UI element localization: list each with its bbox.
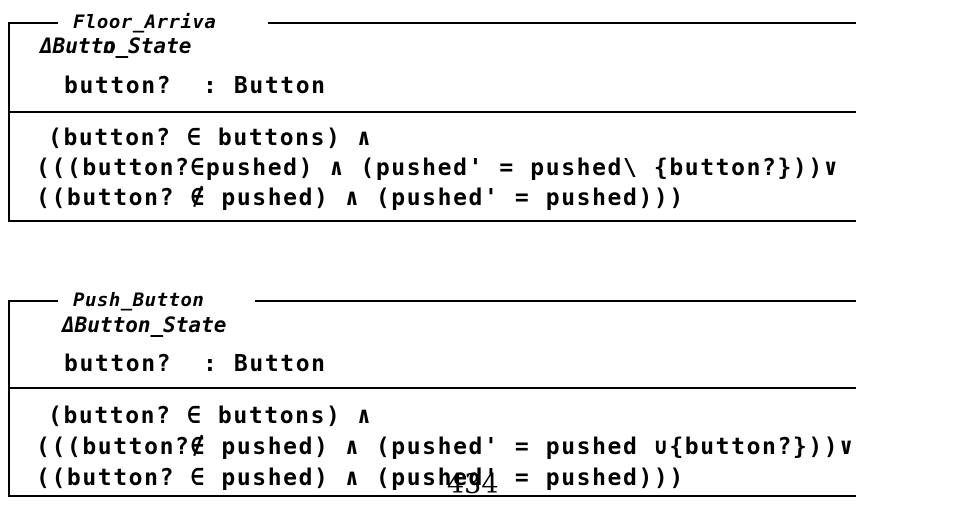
schema2-top-rule-left xyxy=(8,300,58,302)
schema1-predicate-line-2: (((button?∈pushed) ∧ (pushed' = pushed\ … xyxy=(36,155,840,181)
schema2-top-rule-right xyxy=(255,300,856,302)
schema2-declaration-line: button? : Button xyxy=(64,351,327,377)
schema2-delta-declaration: ΔButton_State xyxy=(62,313,227,337)
schema2-divider-rule xyxy=(8,387,856,389)
schema1-predicate-line-3: ((button? ∉ pushed) ∧ (pushed' = pushed)… xyxy=(36,185,685,211)
page-number: 434 xyxy=(447,469,499,500)
schema1-delta-part-b: n_State xyxy=(102,34,192,58)
schema1-top-rule-right xyxy=(268,22,856,24)
schema1-name: Floor_Arriva xyxy=(73,11,217,33)
schema1-delta-declaration: ΔButton_State xyxy=(40,36,191,57)
schema1-divider-rule xyxy=(8,111,856,113)
schema2-bottom-rule xyxy=(8,495,856,497)
schema1-declaration-line: button? : Button xyxy=(64,73,327,99)
schema2-predicate-line-3: ((button? ∈ pushed) ∧ (pushed' = pushed)… xyxy=(36,465,685,491)
schema1-delta-part-a: ΔButto xyxy=(40,34,116,58)
schema1-top-rule-left xyxy=(8,22,58,24)
schema1-bottom-rule xyxy=(8,220,856,222)
schema2-name: Push_Button xyxy=(73,289,205,311)
schema2-left-rule xyxy=(8,300,10,497)
schema1-predicate-line-1: (button? ∈ buttons) ∧ xyxy=(48,125,373,151)
schema2-predicate-line-2: (((button?∉ pushed) ∧ (pushed' = pushed … xyxy=(36,434,855,460)
schema1-left-rule xyxy=(8,22,10,222)
schema2-predicate-line-1: (button? ∈ buttons) ∧ xyxy=(48,403,373,429)
